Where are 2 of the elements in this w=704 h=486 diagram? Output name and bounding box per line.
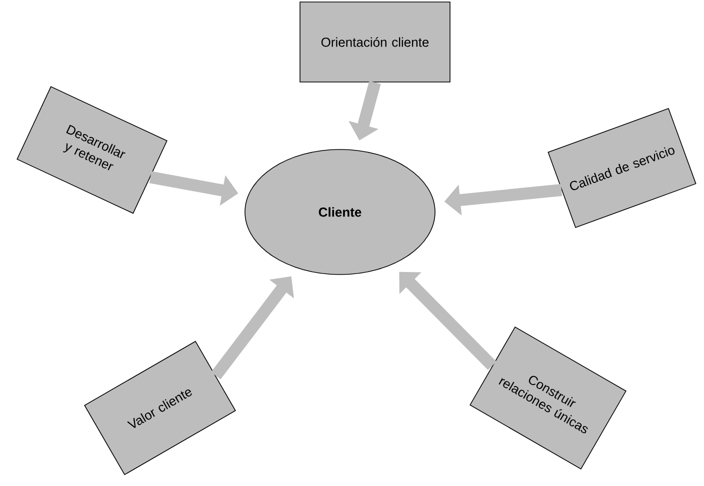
block-arrow — [399, 272, 496, 370]
callout-box: Orientación cliente — [300, 2, 450, 82]
